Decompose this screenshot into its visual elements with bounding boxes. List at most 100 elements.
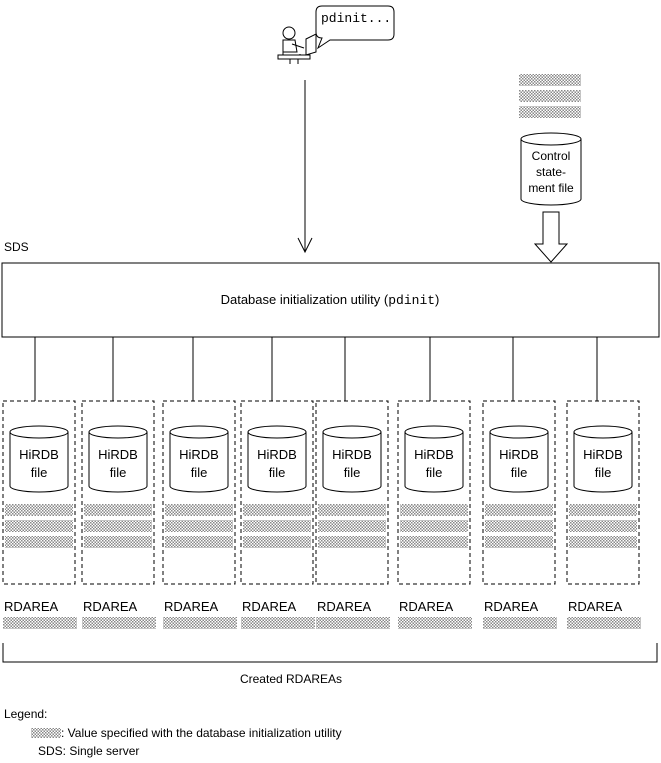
rdarea-masked-path [84, 504, 152, 516]
rdarea-masked-path [485, 504, 553, 516]
hirdb-file-label-2: file [595, 465, 612, 480]
utility-label: Database initialization utility (pdinit) [221, 292, 440, 308]
hirdb-file-label: HiRDB [98, 447, 138, 462]
created-rdareas-bracket [2, 643, 658, 663]
utility-label-text: Database initialization utility ( [221, 292, 389, 307]
rdarea-masked-path [400, 520, 468, 532]
hirdb-file-cylinder: HiRDB file [322, 425, 382, 493]
rdarea-masked-path [5, 536, 73, 548]
created-rdareas-label: Created RDAREAs [240, 672, 342, 686]
legend-value-item: : Value specified with the database init… [61, 726, 342, 740]
hirdb-file-cylinder: HiRDB file [489, 425, 549, 493]
rdarea-dashed-box [397, 400, 471, 585]
rdarea-label: RDAREA [568, 599, 623, 614]
rdarea-masked-path [318, 536, 386, 548]
rdarea-masked-name [82, 617, 156, 629]
utility-command-text: pdinit [388, 293, 435, 308]
sds-label: SDS [4, 240, 29, 254]
rdarea-masked-path [84, 520, 152, 532]
control-file-line-1: Control [532, 149, 571, 163]
rdarea-masked-name [398, 617, 472, 629]
hirdb-file-label-2: file [31, 465, 48, 480]
control-statement-file-cylinder: Control state- ment file [520, 132, 582, 206]
rdarea-label: RDAREA [317, 599, 372, 614]
rdarea-masked-path [5, 504, 73, 516]
rdarea-masked-path [318, 504, 386, 516]
user-at-computer-icon [277, 26, 317, 64]
command-text: pdinit... [321, 11, 391, 26]
utility-label-close: ) [435, 292, 439, 307]
rdarea-label: RDAREA [4, 599, 59, 614]
rdarea-masked-name [163, 617, 237, 629]
rdarea-masked-path [485, 536, 553, 548]
rdarea-masked-path [318, 520, 386, 532]
pdinit-utility-box [1, 262, 660, 338]
rdarea-dashed-box [566, 400, 640, 585]
hirdb-file-label-2: file [426, 465, 443, 480]
hirdb-file-label-2: file [511, 465, 528, 480]
rdarea-masked-path [165, 536, 233, 548]
hirdb-file-cylinder: HiRDB file [9, 425, 69, 493]
rdarea-masked-path [569, 536, 637, 548]
hirdb-file-label: HiRDB [179, 447, 219, 462]
rdarea-masked-name [241, 617, 315, 629]
rdarea-masked-path [5, 520, 73, 532]
rdarea-label: RDAREA [399, 599, 454, 614]
hirdb-file-label: HiRDB [332, 447, 372, 462]
hirdb-file-label-2: file [269, 465, 286, 480]
control-statement-masked-text [519, 74, 581, 118]
control-file-to-utility-arrow [533, 211, 569, 263]
control-file-line-3: ment file [528, 181, 574, 195]
command-speech-bubble: pdinit... [315, 5, 395, 50]
rdarea-masked-path [165, 520, 233, 532]
control-file-line-2: state- [536, 165, 566, 179]
rdarea-dashed-box [2, 400, 76, 585]
hirdb-file-cylinder: HiRDB file [169, 425, 229, 493]
rdarea-masked-name [3, 617, 77, 629]
rdarea-masked-path [400, 536, 468, 548]
rdarea-masked-path [485, 520, 553, 532]
rdarea-masked-name [316, 617, 390, 629]
rdarea-masked-path [243, 536, 311, 548]
rdarea-label: RDAREA [164, 599, 219, 614]
hirdb-file-label: HiRDB [583, 447, 623, 462]
hirdb-file-label-2: file [191, 465, 208, 480]
rdarea-dashed-box [162, 400, 236, 585]
rdarea-label: RDAREA [242, 599, 297, 614]
hirdb-file-cylinder: HiRDB file [573, 425, 633, 493]
rdarea-masked-name [483, 617, 557, 629]
legend-title: Legend: [4, 707, 47, 721]
hirdb-file-cylinder: HiRDB file [404, 425, 464, 493]
rdarea-label: RDAREA [83, 599, 138, 614]
rdarea-masked-path [84, 536, 152, 548]
hirdb-file-label: HiRDB [499, 447, 539, 462]
hirdb-file-label: HiRDB [257, 447, 297, 462]
legend: Legend: : Value specified with the datab… [4, 707, 342, 758]
rdarea-dashed-box [81, 400, 155, 585]
user-to-utility-arrow [297, 80, 313, 254]
rdarea-masked-path [243, 520, 311, 532]
hirdb-file-label: HiRDB [19, 447, 59, 462]
rdarea-masked-name [567, 617, 641, 629]
legend-sds-item: SDS: Single server [38, 744, 139, 758]
legend-value-swatch [31, 728, 61, 738]
rdarea-masked-path [165, 504, 233, 516]
rdarea-masked-path [569, 504, 637, 516]
hirdb-file-label: HiRDB [414, 447, 454, 462]
rdarea-masked-path [243, 504, 311, 516]
hirdb-file-label-2: file [344, 465, 361, 480]
rdarea-masked-path [569, 520, 637, 532]
rdarea-dashed-box [240, 400, 314, 585]
rdarea-masked-path [400, 504, 468, 516]
